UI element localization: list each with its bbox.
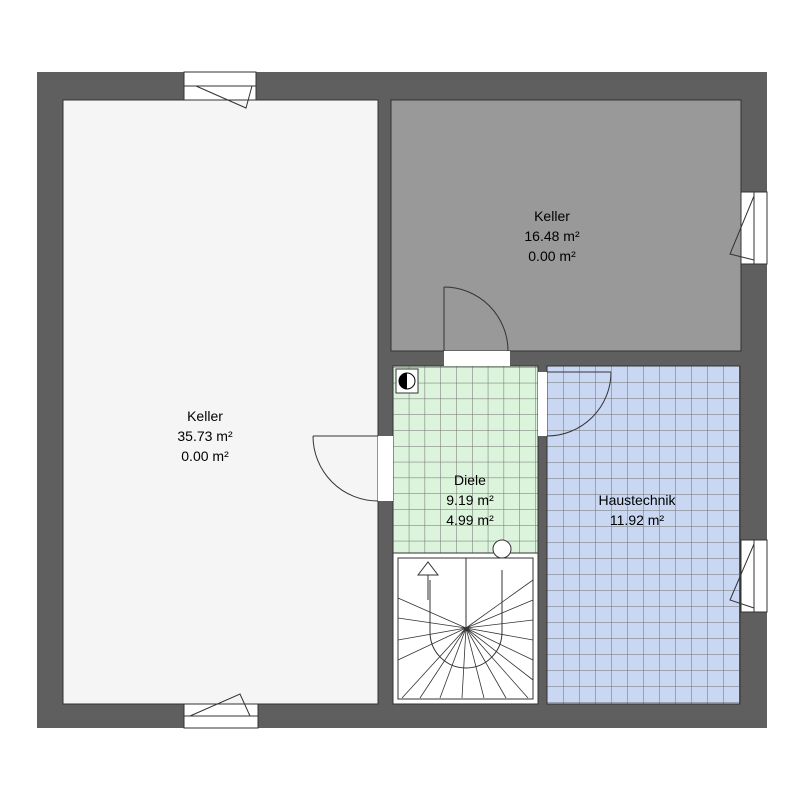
room-area: 9.19 m²: [446, 492, 494, 508]
label-keller-large: Keller 35.73 m² 0.00 m²: [150, 406, 260, 466]
meter-icon: [395, 368, 419, 394]
label-diele: Diele 9.19 m² 4.99 m²: [420, 470, 520, 530]
room-haustechnik: [546, 365, 741, 705]
room-area: 11.92 m²: [609, 512, 665, 528]
door-haustechnik: [538, 371, 612, 437]
label-keller-small: Keller 16.48 m² 0.00 m²: [497, 206, 607, 266]
window-right-lower: [729, 539, 768, 613]
room-keller-large: [62, 99, 379, 705]
window-top: [183, 71, 257, 109]
room-name: Diele: [454, 472, 486, 488]
door-keller-large: [312, 435, 393, 502]
room-keller-small: [390, 99, 742, 352]
room-secondary-area: 0.00 m²: [181, 448, 229, 464]
room-area: 16.48 m²: [524, 228, 580, 244]
room-area: 35.73 m²: [177, 428, 233, 444]
room-secondary-area: 4.99 m²: [446, 512, 494, 528]
window-right-upper: [729, 191, 768, 265]
window-bottom: [183, 693, 259, 729]
column-icon: [492, 539, 512, 559]
label-haustechnik: Haustechnik 11.92 m²: [562, 490, 712, 530]
staircase: [392, 552, 539, 705]
room-secondary-area: 0.00 m²: [528, 248, 576, 264]
door-keller-small: [443, 286, 510, 366]
room-name: Keller: [187, 408, 223, 424]
room-name: Haustechnik: [598, 492, 676, 508]
room-name: Keller: [534, 208, 570, 224]
